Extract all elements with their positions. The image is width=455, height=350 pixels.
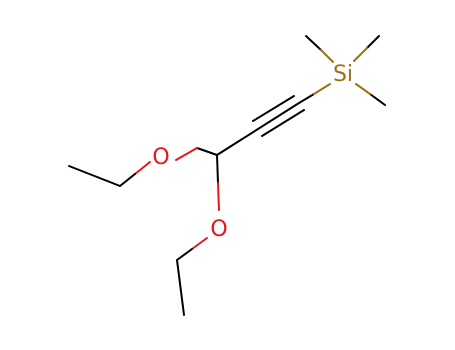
- tms-methyl-bonds: [305, 35, 386, 106]
- bond-acetal-to-o1: [175, 147, 218, 161]
- atom-label-o-lower: O: [210, 217, 227, 242]
- si-alkyne-bond: [298, 83, 331, 104]
- bond-si-methyl-upper-left-colored: [320, 49, 334, 63]
- bond-si-methyl-lower-right: [369, 93, 386, 106]
- triple-bond-line-outer: [252, 95, 295, 122]
- atom-label-si: Si: [333, 62, 353, 87]
- bond-si-methyl-upper-right-colored: [353, 47, 368, 62]
- bond-alkyne-to-acetal-carbon: [216, 128, 259, 156]
- lower-ethoxy-bonds: [176, 237, 208, 316]
- bond-si-methyl-upper-right: [366, 35, 380, 49]
- triple-bond-line-center: [257, 102, 300, 130]
- upper-ethoxy-bonds: [68, 161, 151, 187]
- alkyne-triple-bond: [252, 95, 305, 137]
- triple-bond-line-inner: [261, 109, 305, 137]
- bond-si-methyl-lower-right-colored: [355, 83, 371, 95]
- bond-acetal-to-o2: [216, 154, 220, 211]
- atom-label-o-upper: O: [152, 145, 169, 170]
- bond-si-methyl-upper-left: [305, 35, 322, 51]
